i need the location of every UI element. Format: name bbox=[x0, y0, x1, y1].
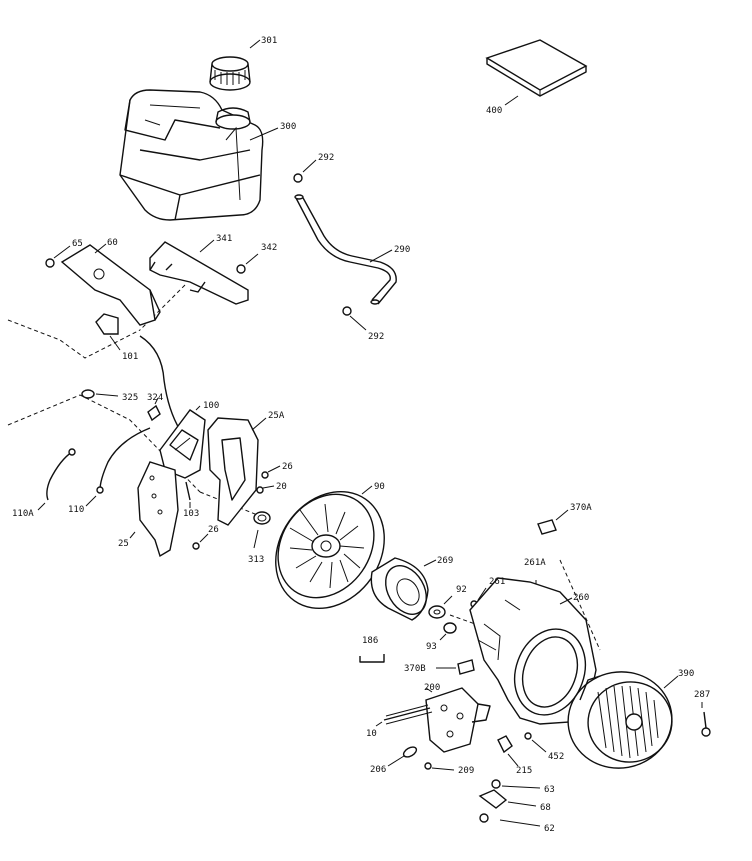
label-65: 65 bbox=[72, 239, 83, 249]
label-342: 342 bbox=[261, 243, 277, 253]
part-25-baffle bbox=[129, 461, 179, 558]
label-63: 63 bbox=[544, 785, 555, 795]
part-324-terminal bbox=[147, 397, 161, 422]
label-206: 206 bbox=[370, 765, 386, 775]
part-341-bracket bbox=[149, 239, 249, 305]
part-400-filter-pad bbox=[485, 39, 588, 106]
label-370A: 370A bbox=[570, 503, 592, 513]
label-200: 200 bbox=[424, 683, 440, 693]
part-292-clamp-top bbox=[293, 159, 317, 183]
label-370B: 370B bbox=[404, 664, 426, 674]
label-215: 215 bbox=[516, 766, 532, 776]
label-400: 400 bbox=[486, 106, 502, 116]
label-100: 100 bbox=[203, 401, 219, 411]
label-25: 25 bbox=[118, 539, 129, 549]
part-186-spring-clip bbox=[359, 654, 385, 663]
part-206-brake-pad bbox=[387, 746, 418, 767]
part-101-clip bbox=[95, 313, 121, 351]
ignition-wire bbox=[139, 335, 181, 431]
label-260: 260 bbox=[573, 593, 589, 603]
part-215-bushing bbox=[497, 735, 519, 767]
part-287-handle bbox=[701, 702, 711, 737]
part-370A-decal bbox=[537, 509, 569, 535]
part-92-washer bbox=[428, 595, 453, 619]
part-300-fuel-tank bbox=[119, 89, 279, 221]
label-110: 110 bbox=[68, 505, 84, 515]
label-324: 324 bbox=[147, 393, 163, 403]
part-62-screw bbox=[479, 813, 541, 827]
label-62: 62 bbox=[544, 824, 555, 834]
label-60: 60 bbox=[107, 238, 118, 248]
label-452: 452 bbox=[548, 752, 564, 762]
label-292-top: 292 bbox=[318, 153, 334, 163]
part-390-recoil-starter bbox=[567, 671, 679, 769]
label-261: 261 bbox=[489, 577, 505, 587]
part-110A-spring bbox=[37, 448, 76, 511]
label-25A: 25A bbox=[268, 411, 285, 421]
part-10-spring-wire bbox=[375, 704, 433, 727]
part-269-starter-cup bbox=[370, 557, 437, 621]
part-342-nut bbox=[236, 253, 259, 274]
part-26-screw-lower bbox=[192, 533, 209, 550]
part-301-fuel-cap bbox=[209, 39, 261, 91]
label-68: 68 bbox=[540, 803, 551, 813]
part-209-screw bbox=[424, 762, 455, 771]
part-60-tank-bracket bbox=[60, 243, 161, 326]
part-20-screw bbox=[256, 485, 275, 494]
label-110A: 110A bbox=[12, 509, 34, 519]
part-452-screw bbox=[524, 732, 547, 753]
label-325: 325 bbox=[122, 393, 138, 403]
part-200-brake-bracket bbox=[425, 687, 491, 753]
part-292-clamp-bottom bbox=[342, 306, 367, 331]
label-313: 313 bbox=[248, 555, 264, 565]
label-26-upper: 26 bbox=[282, 462, 293, 472]
callout-labels: 301 300 400 292 290 292 65 60 341 342 10… bbox=[12, 36, 710, 834]
part-63-nut bbox=[491, 779, 541, 789]
label-269: 269 bbox=[437, 556, 453, 566]
label-301: 301 bbox=[261, 36, 277, 46]
label-290: 290 bbox=[394, 245, 410, 255]
label-390: 390 bbox=[678, 669, 694, 679]
label-90: 90 bbox=[374, 482, 385, 492]
part-370B-decal bbox=[436, 659, 475, 675]
label-26-lower: 26 bbox=[208, 525, 219, 535]
label-186: 186 bbox=[362, 636, 378, 646]
part-325-wire-terminal bbox=[81, 389, 119, 399]
part-93-nut bbox=[439, 622, 457, 641]
label-92: 92 bbox=[456, 585, 467, 595]
part-90-flywheel bbox=[275, 485, 385, 610]
label-287: 287 bbox=[694, 690, 710, 700]
part-26-screw-upper bbox=[261, 465, 281, 479]
part-103-screw bbox=[185, 481, 191, 508]
part-110-governor-link bbox=[85, 427, 151, 507]
part-68-control-lever bbox=[478, 789, 537, 809]
label-20: 20 bbox=[276, 482, 287, 492]
part-25A-baffle bbox=[207, 417, 267, 526]
label-101: 101 bbox=[122, 352, 138, 362]
part-290-fuel-line bbox=[294, 194, 397, 305]
label-209: 209 bbox=[458, 766, 474, 776]
label-261A: 261A bbox=[524, 558, 546, 568]
part-313-bushing bbox=[253, 511, 271, 549]
label-300: 300 bbox=[280, 122, 296, 132]
label-292-bottom: 292 bbox=[368, 332, 384, 342]
part-65-screw bbox=[45, 245, 71, 268]
label-10: 10 bbox=[366, 729, 377, 739]
label-341: 341 bbox=[216, 234, 232, 244]
label-103: 103 bbox=[183, 509, 199, 519]
label-93: 93 bbox=[426, 642, 437, 652]
